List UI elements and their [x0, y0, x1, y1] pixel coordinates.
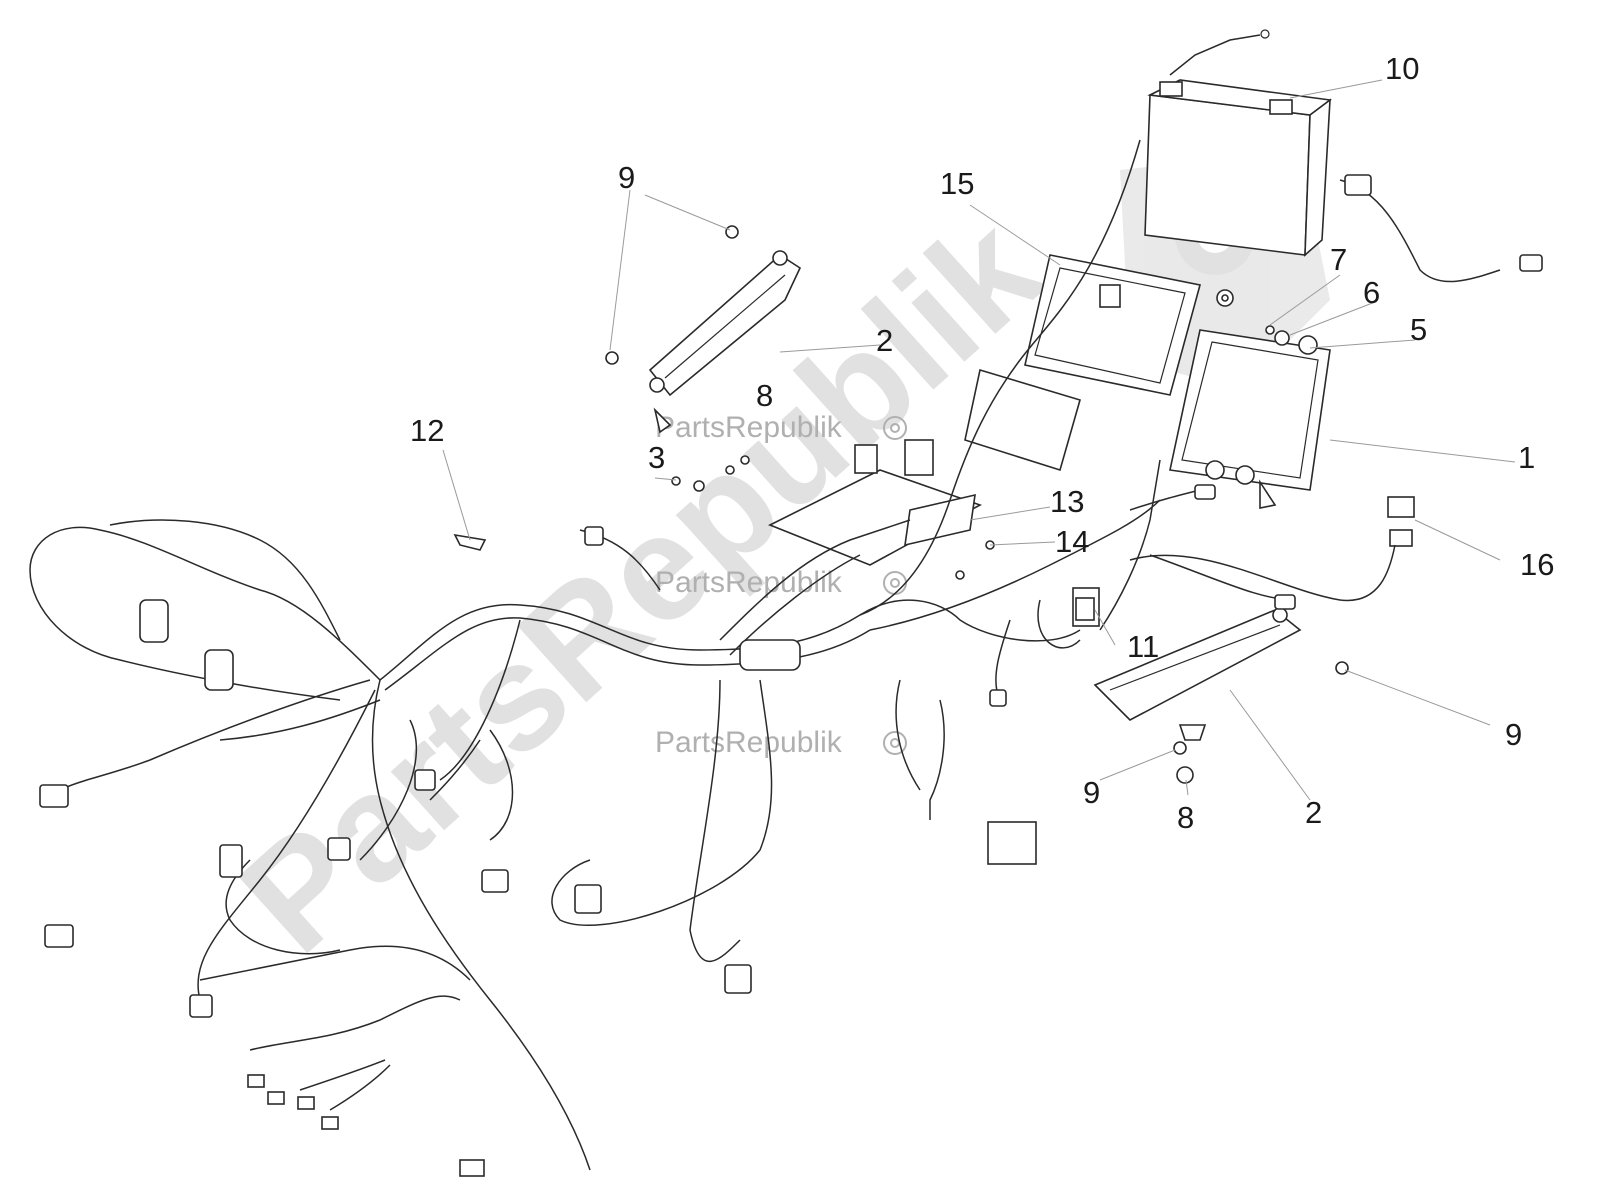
callout-15: 15	[940, 166, 974, 201]
watermark-big-text: PartsRepublik	[209, 184, 1071, 984]
callout-1: 1	[1518, 440, 1535, 475]
callout-8-bottom: 8	[1177, 800, 1194, 835]
fuse-box	[768, 368, 1081, 566]
control-box	[1169, 329, 1331, 509]
callout-12: 12	[410, 413, 444, 448]
connectors	[39, 174, 1543, 1177]
watermark-small-1: PartsRepublik	[655, 411, 843, 444]
callout-8-top: 8	[756, 378, 773, 413]
callout-2-bottom: 2	[1305, 795, 1322, 830]
callout-14: 14	[1055, 524, 1089, 559]
watermark-small-3: PartsRepublik	[655, 726, 843, 759]
callout-5: 5	[1410, 312, 1427, 347]
callout-11: 11	[1127, 629, 1159, 664]
callout-16: 16	[1520, 547, 1554, 582]
callout-7: 7	[1330, 242, 1347, 277]
watermark-small-2: PartsRepublik	[655, 566, 843, 599]
bracket-upper	[648, 250, 802, 434]
clip	[453, 533, 487, 551]
grommets	[1216, 289, 1318, 355]
callout-9-top: 9	[618, 160, 635, 195]
callout-9-right: 9	[1505, 717, 1522, 752]
bracket-lower	[1093, 607, 1302, 741]
callout-2-top: 2	[876, 323, 893, 358]
battery-tray	[1024, 254, 1201, 396]
callout-6: 6	[1363, 275, 1380, 310]
relays	[1072, 496, 1415, 627]
leader-lines	[442, 79, 1516, 801]
screws	[605, 225, 1349, 784]
callout-3: 3	[648, 440, 665, 475]
callout-10: 10	[1385, 51, 1419, 86]
callout-13: 13	[1050, 484, 1084, 519]
callout-labels: 10 15 9 2 8 7 6 5 12 3 1 13 14 16 11 9 9…	[410, 51, 1554, 835]
battery	[1144, 29, 1333, 257]
callout-9-bottom: 9	[1083, 775, 1100, 810]
